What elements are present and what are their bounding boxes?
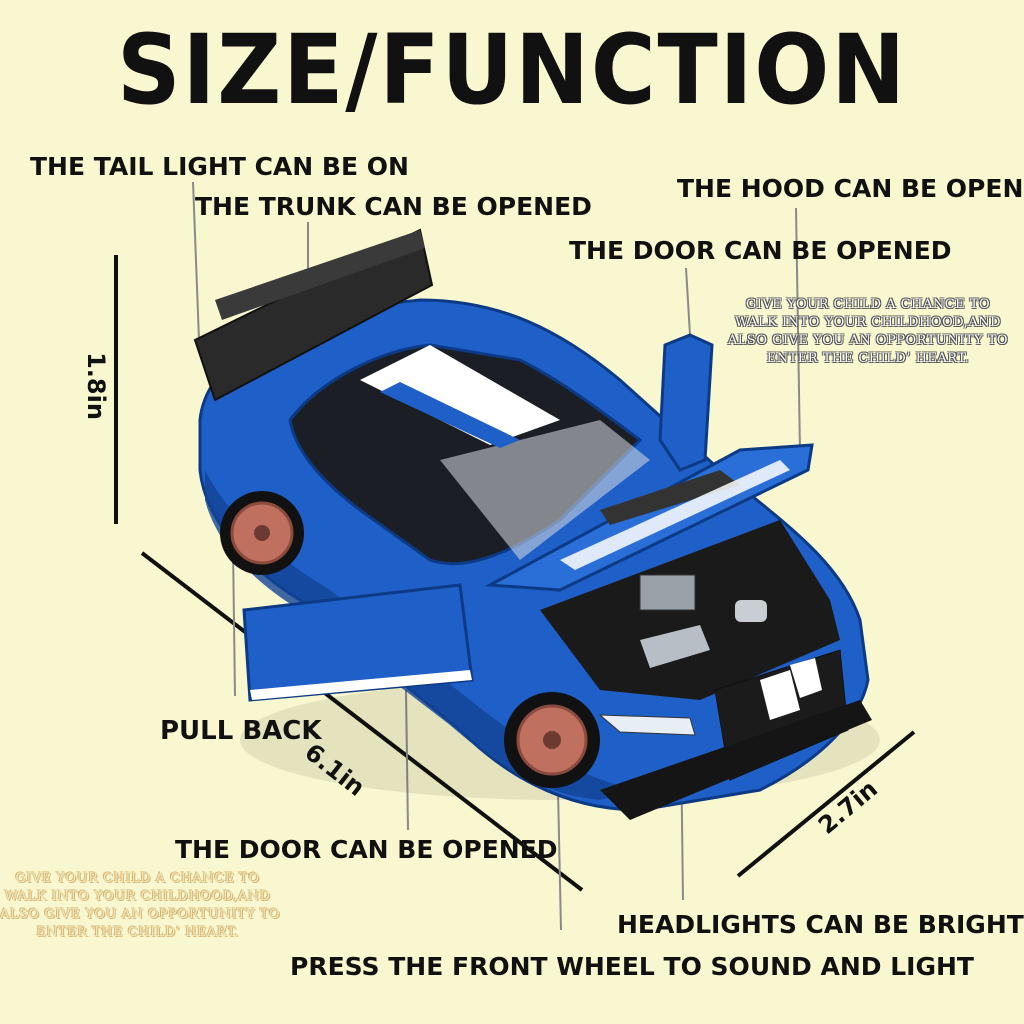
door-bottom-pointer <box>405 689 409 831</box>
headlight <box>598 714 696 736</box>
tail-light-label: THE TAIL LIGHT CAN BE ON <box>30 152 409 181</box>
slogan-text-top: GIVE YOUR CHILD A CHANCE TO WALK INTO YO… <box>727 297 1009 366</box>
headlights-label: HEADLIGHTS CAN BE BRIGHT <box>617 910 1024 939</box>
door-bottom-label: THE DOOR CAN BE OPENED <box>175 835 558 864</box>
front-wheel-pointer <box>557 789 562 931</box>
open-door-right <box>658 333 714 472</box>
pull-back-pointer <box>232 547 236 697</box>
length-dimension-line <box>140 551 584 892</box>
width-dimension-line <box>736 730 916 878</box>
door-top-pointer <box>685 267 691 336</box>
height-dimension-label: 1.8in <box>81 352 110 420</box>
trunk-label: THE TRUNK CAN BE OPENED <box>195 192 592 221</box>
hood-label: THE HOOD CAN BE OPEND <box>677 174 1024 203</box>
slogan-text-bottom: GIVE YOUR CHILD A CHANCE TO WALK INTO YO… <box>0 871 281 940</box>
engine-block <box>639 574 696 611</box>
front-splitter <box>600 700 872 820</box>
hood-pointer <box>795 207 801 453</box>
roof-stripe <box>360 345 560 445</box>
door-top-label: THE DOOR CAN BE OPENED <box>569 236 952 265</box>
tail-light-pointer <box>192 181 200 341</box>
page-title: SIZE/FUNCTION <box>117 14 907 126</box>
pull-back-label: PULL BACK <box>160 716 322 746</box>
front-wheel-label: PRESS THE FRONT WHEEL TO SOUND AND LIGHT <box>290 952 974 981</box>
